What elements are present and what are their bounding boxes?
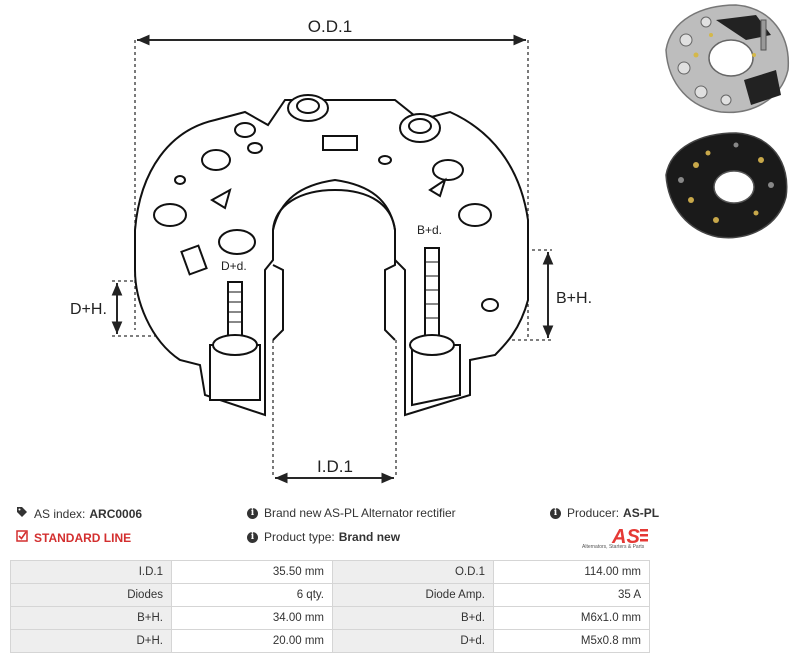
bh-label: B+H. xyxy=(556,290,592,307)
spec-label: O.D.1 xyxy=(332,560,494,584)
spec-value: M5x0.8 mm xyxy=(493,629,650,653)
dd-label: D+d. xyxy=(221,259,247,273)
product-photo-bottom xyxy=(665,132,788,239)
dh-label: D+H. xyxy=(70,301,107,318)
spec-value: 35 A xyxy=(493,583,650,607)
spec-value: 114.00 mm xyxy=(493,560,650,584)
rectifier-technical-drawing: O.D.1 I.D.1 D+H. B+H. D+d. B+d. xyxy=(70,17,592,484)
spec-label: B+H. xyxy=(10,606,172,630)
od-label: O.D.1 xyxy=(308,17,352,36)
spec-table: I.D.1 35.50 mm O.D.1 114.00 mm Diodes 6 … xyxy=(10,560,650,653)
standard-line: STANDARD LINE xyxy=(16,530,131,545)
spec-value: M6x1.0 mm xyxy=(493,606,650,630)
spec-value: 35.50 mm xyxy=(171,560,333,584)
spec-value: 34.00 mm xyxy=(171,606,333,630)
table-row: Diodes 6 qty. Diode Amp. 35 A xyxy=(10,583,650,607)
producer: i Producer: AS-PL xyxy=(550,506,659,520)
logo-tagline: Alternators, Starters & Parts xyxy=(582,544,645,550)
check-square-icon xyxy=(16,530,28,545)
spec-label: Diode Amp. xyxy=(332,583,494,607)
tag-icon xyxy=(16,506,28,521)
producer-label: Producer: xyxy=(567,506,620,520)
as-pl-logo: AS xyxy=(611,526,648,548)
product-photo-top xyxy=(665,4,790,114)
as-index: AS index: ARC0006 xyxy=(16,506,142,521)
spec-value: 6 qty. xyxy=(171,583,333,607)
as-index-value: ARC0006 xyxy=(89,506,143,521)
description: i Brand new AS-PL Alternator rectifier xyxy=(247,506,456,520)
info-icon: i xyxy=(247,531,258,543)
producer-value: AS-PL xyxy=(623,506,660,520)
table-row: D+H. 20.00 mm D+d. M5x0.8 mm xyxy=(10,629,650,653)
bd-label: B+d. xyxy=(417,223,442,237)
info-icon: i xyxy=(247,507,258,519)
spec-label: Diodes xyxy=(10,583,172,607)
table-row: B+H. 34.00 mm B+d. M6x1.0 mm xyxy=(10,606,650,630)
spec-label: D+d. xyxy=(332,629,494,653)
as-index-label: AS index: xyxy=(34,506,86,521)
spec-label: I.D.1 xyxy=(10,560,172,584)
table-row: I.D.1 35.50 mm O.D.1 114.00 mm xyxy=(10,560,650,584)
svg-text:AS: AS xyxy=(611,526,640,548)
description-text: Brand new AS-PL Alternator rectifier xyxy=(264,506,456,520)
product-type-label: Product type: xyxy=(264,530,335,544)
id-label: I.D.1 xyxy=(317,457,353,476)
info-icon: i xyxy=(550,507,561,519)
product-type-value: Brand new xyxy=(338,530,401,544)
product-type: i Product type: Brand new xyxy=(247,530,400,544)
spec-value: 20.00 mm xyxy=(171,629,333,653)
standard-line-label: STANDARD LINE xyxy=(34,530,132,545)
spec-label: D+H. xyxy=(10,629,172,653)
spec-label: B+d. xyxy=(332,606,494,630)
